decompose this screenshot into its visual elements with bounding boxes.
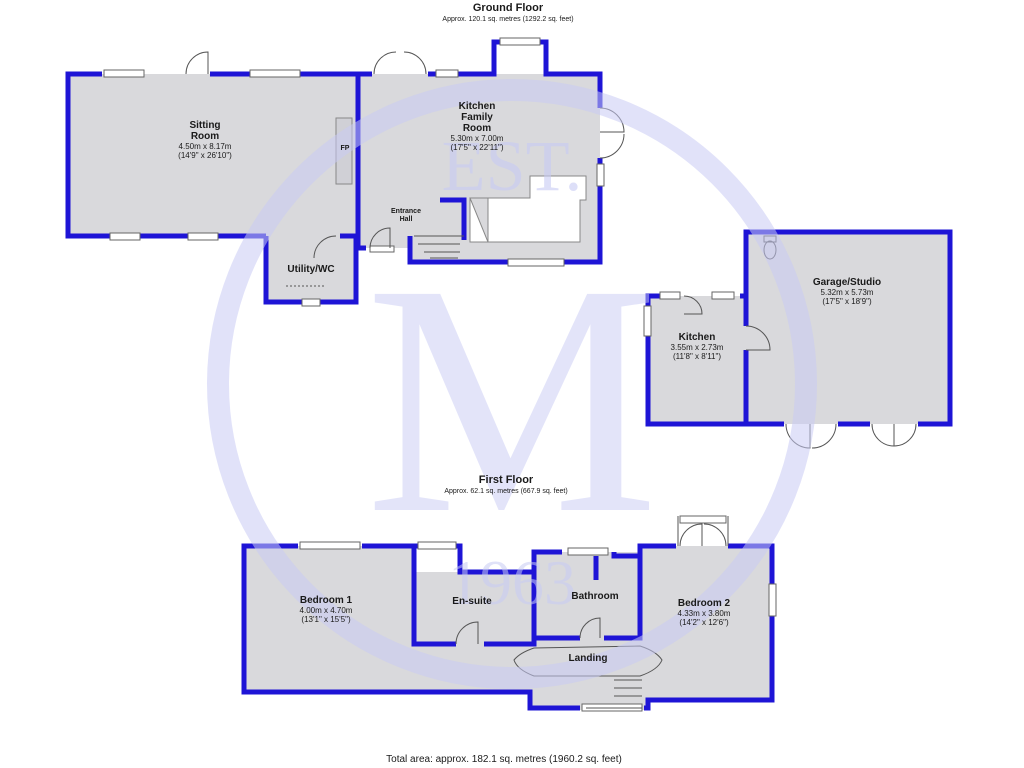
first-floor-doors xyxy=(455,516,729,709)
room-name: Kitchen Family Room xyxy=(458,101,496,134)
ground-floor-title: Ground Floor xyxy=(472,2,544,14)
room-name: Utility/WC xyxy=(287,264,335,275)
room-name: Bedroom 1 xyxy=(299,595,353,606)
first-floor-title: First Floor xyxy=(478,474,534,486)
room-en-suite: En-suite xyxy=(452,596,491,607)
room-dim-metric: 4.33m x 3.80m xyxy=(677,609,731,618)
room-name: Bathroom xyxy=(571,591,619,602)
room-entrance-hall: Entrance Hall xyxy=(391,208,421,224)
room-name: Sitting Room xyxy=(189,120,221,142)
ground-floor-area: Approx. 120.1 sq. metres (1292.2 sq. fee… xyxy=(442,16,574,23)
room-dim-imperial: (13'1" x 15'5") xyxy=(301,615,351,624)
room-name: Garage/Studio xyxy=(812,277,882,288)
room-dim-imperial: (11'8" x 8'11") xyxy=(672,352,722,361)
room-sitting: Sitting Room 4.50m x 8.17m (14'9" x 26'1… xyxy=(178,120,232,160)
room-dim-metric: 5.30m x 7.00m xyxy=(450,134,504,143)
room-dim-metric: 5.32m x 5.73m xyxy=(820,288,874,297)
room-landing: Landing xyxy=(569,653,608,664)
outbuilding-walls xyxy=(645,229,953,427)
fireplace-label: FP xyxy=(340,145,350,152)
room-dim-metric: 4.00m x 4.70m xyxy=(299,606,353,615)
total-area: Total area: approx. 182.1 sq. metres (19… xyxy=(386,754,622,765)
room-kitchen-family: Kitchen Family Room 5.30m x 7.00m (17'5"… xyxy=(450,101,503,152)
watermark xyxy=(207,79,817,689)
room-name: Kitchen xyxy=(678,332,716,343)
room-dim-imperial: (14'2" x 12'6") xyxy=(679,618,729,627)
watermark-est: EST. xyxy=(442,126,583,206)
room-outbuilding-kitchen: Kitchen 3.55m x 2.73m (11'8" x 8'11") xyxy=(671,332,724,361)
room-dim-imperial: (17'5" x 18'9") xyxy=(822,297,872,306)
room-bathroom: Bathroom xyxy=(571,591,618,602)
outbuilding-windows xyxy=(643,291,735,337)
room-utility: Utility/WC xyxy=(287,264,334,275)
watermark-year: 1963 xyxy=(448,547,576,618)
room-bedroom-1: Bedroom 1 4.00m x 4.70m (13'1" x 15'5") xyxy=(300,595,353,624)
room-name: En-suite xyxy=(452,596,492,607)
room-name: Landing xyxy=(568,653,608,664)
room-garage-studio: Garage/Studio 5.32m x 5.73m (17'5" x 18'… xyxy=(813,277,881,306)
ground-floor-doors xyxy=(185,51,625,287)
room-name: Entrance Hall xyxy=(391,208,421,223)
room-name: Bedroom 2 xyxy=(677,598,731,609)
first-floor-area: Approx. 62.1 sq. metres (667.9 sq. feet) xyxy=(444,488,568,495)
ground-floor-windows xyxy=(103,37,605,307)
room-bedroom-2: Bedroom 2 4.33m x 3.80m (14'2" x 12'6") xyxy=(678,598,731,627)
room-dim-metric: 4.50m x 8.17m xyxy=(178,142,232,151)
watermark-letter: M xyxy=(365,217,658,582)
room-dim-metric: 3.55m x 2.73m xyxy=(670,343,724,352)
room-dim-imperial: (17'5" x 22'11") xyxy=(450,143,504,152)
room-dim-imperial: (14'9" x 26'10") xyxy=(178,151,232,160)
